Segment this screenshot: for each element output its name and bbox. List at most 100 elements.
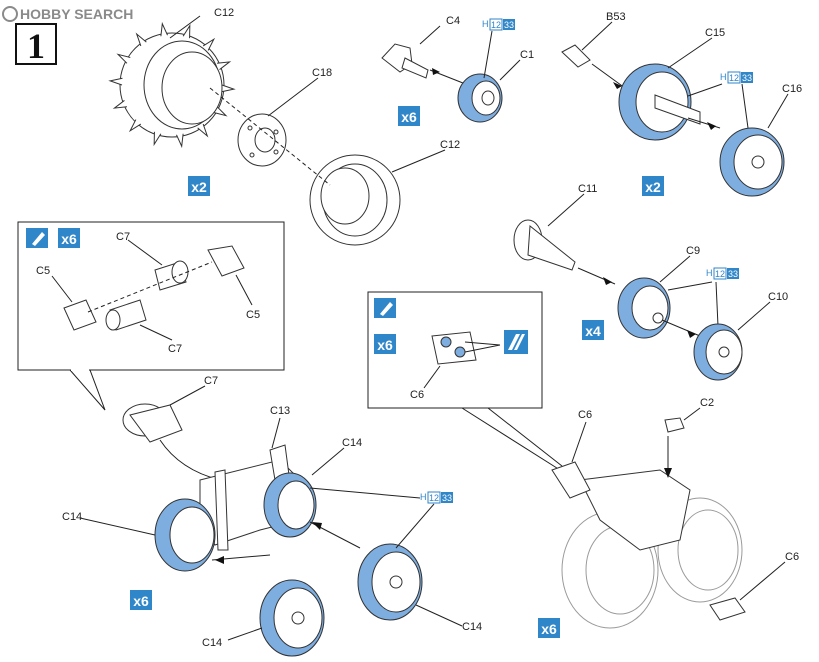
- label-c7-main: C7: [204, 375, 218, 387]
- label-c6-top: C6: [578, 409, 592, 421]
- roller-c1: [457, 73, 503, 123]
- multiplier-x6-inset2: x6: [374, 334, 396, 354]
- multiplier-x6-inset: x6: [58, 228, 80, 248]
- label-c11: C11: [578, 183, 597, 195]
- wheel-c14-right: [357, 543, 423, 621]
- logo-ring-icon: [2, 6, 18, 22]
- label-c14-a: C14: [342, 437, 362, 449]
- bracket-c5-right: [207, 245, 245, 277]
- label-c2: C2: [700, 397, 714, 409]
- multiplier-x6-bottom: x6: [130, 590, 152, 610]
- sprocket-tooth: [176, 133, 184, 149]
- label-c4: C4: [446, 15, 460, 27]
- label-c6-bottom: C6: [785, 551, 799, 563]
- svg-text:H: H: [720, 72, 727, 82]
- label-c14-bottom: C14: [202, 637, 222, 649]
- paint-code-c10: H 12 33: [706, 267, 739, 280]
- sprocket-tooth: [197, 123, 209, 138]
- sprocket-tooth: [128, 119, 142, 133]
- multiplier-x6-br: x6: [538, 618, 560, 638]
- sprocket-tooth: [160, 21, 168, 37]
- axle-c4: [381, 43, 429, 79]
- svg-text:x4: x4: [585, 323, 601, 339]
- step-number: 1: [27, 26, 45, 66]
- label-c7-b: C7: [168, 343, 182, 355]
- label-c13: C13: [270, 405, 290, 417]
- paint-stripe-icon: [504, 330, 528, 354]
- sprocket-tooth: [135, 32, 147, 47]
- label-c7-a: C7: [116, 231, 130, 243]
- sprocket-tooth: [216, 61, 232, 70]
- svg-text:H: H: [420, 492, 427, 502]
- label-c12-mid: C12: [440, 139, 460, 151]
- pin-b53: [561, 44, 591, 68]
- paint-code-c1: H 12 33: [482, 18, 515, 31]
- sprocket-tooth: [153, 131, 162, 147]
- sprocket-tooth: [116, 53, 131, 64]
- paint-code-c16: H 12 33: [720, 71, 753, 84]
- label-c12-top: C12: [214, 7, 234, 19]
- label-c10: C10: [768, 291, 788, 303]
- multiplier-x2-sprocket: x2: [188, 176, 210, 196]
- wheel-c14-bottom: [259, 579, 325, 657]
- svg-text:H: H: [706, 268, 713, 278]
- label-c5-left: C5: [36, 265, 50, 277]
- bracket-c5-left: [63, 299, 97, 331]
- label-b53: B53: [606, 11, 626, 23]
- wheel-c14-front: [154, 498, 216, 572]
- sprocket-c12-top: [108, 21, 236, 149]
- multiplier-x2-right: x2: [642, 176, 664, 196]
- svg-text:x2: x2: [645, 179, 661, 195]
- part-c6-inset: [431, 331, 477, 365]
- svg-text:33: 33: [442, 493, 452, 503]
- step-number-box: 1: [15, 23, 57, 66]
- svg-text:12: 12: [429, 493, 439, 503]
- wheel-c15: [618, 63, 701, 141]
- label-c9: C9: [686, 245, 700, 257]
- sprocket-tooth: [182, 23, 191, 39]
- brand-text: HOBBY SEARCH: [20, 6, 133, 22]
- inset-box-spring: [17, 221, 285, 411]
- svg-text:33: 33: [728, 269, 738, 279]
- svg-text:12: 12: [729, 73, 739, 83]
- svg-text:12: 12: [491, 20, 501, 30]
- sprocket-axis-line: [209, 87, 331, 186]
- multiplier-x4: x4: [582, 320, 604, 340]
- spring-assembly-c7: [122, 403, 183, 443]
- spring-c7-b: [105, 299, 147, 331]
- sprocket-tooth: [221, 84, 236, 93]
- svg-text:x6: x6: [377, 337, 393, 353]
- inset-box-c6: [367, 291, 563, 471]
- label-c1: C1: [520, 49, 534, 61]
- sprocket-tooth: [202, 37, 216, 51]
- svg-text:x6: x6: [401, 109, 417, 125]
- axle-c11: [513, 219, 576, 271]
- wheel-c16: [719, 127, 785, 197]
- sprocket-c12-mid: [309, 154, 401, 246]
- glue-icon: [26, 228, 48, 248]
- hobby-search-logo: HOBBY SEARCH: [2, 6, 133, 22]
- hub-c18: [237, 113, 287, 167]
- label-c16: C16: [782, 83, 802, 95]
- svg-text:x6: x6: [133, 593, 149, 609]
- paint-code-c14: H 12 33: [420, 491, 453, 504]
- svg-text:33: 33: [742, 73, 752, 83]
- wheel-c10: [693, 323, 743, 381]
- svg-text:x6: x6: [61, 231, 77, 247]
- label-c14-left: C14: [62, 511, 82, 523]
- svg-text:H: H: [482, 19, 489, 29]
- label-c5-right: C5: [246, 309, 260, 321]
- svg-text:12: 12: [715, 269, 725, 279]
- wheel-c9: [617, 277, 671, 339]
- sprocket-tooth: [112, 100, 128, 109]
- svg-text:33: 33: [504, 20, 514, 30]
- svg-text:x6: x6: [541, 621, 557, 637]
- svg-text:x2: x2: [191, 179, 207, 195]
- spring-c7-a: [154, 260, 189, 291]
- wheel-c14-back: [263, 472, 317, 538]
- label-c6-inset: C6: [410, 389, 424, 401]
- sprocket-tooth: [108, 77, 123, 86]
- label-c18: C18: [312, 67, 332, 79]
- label-c14-right: C14: [462, 621, 482, 633]
